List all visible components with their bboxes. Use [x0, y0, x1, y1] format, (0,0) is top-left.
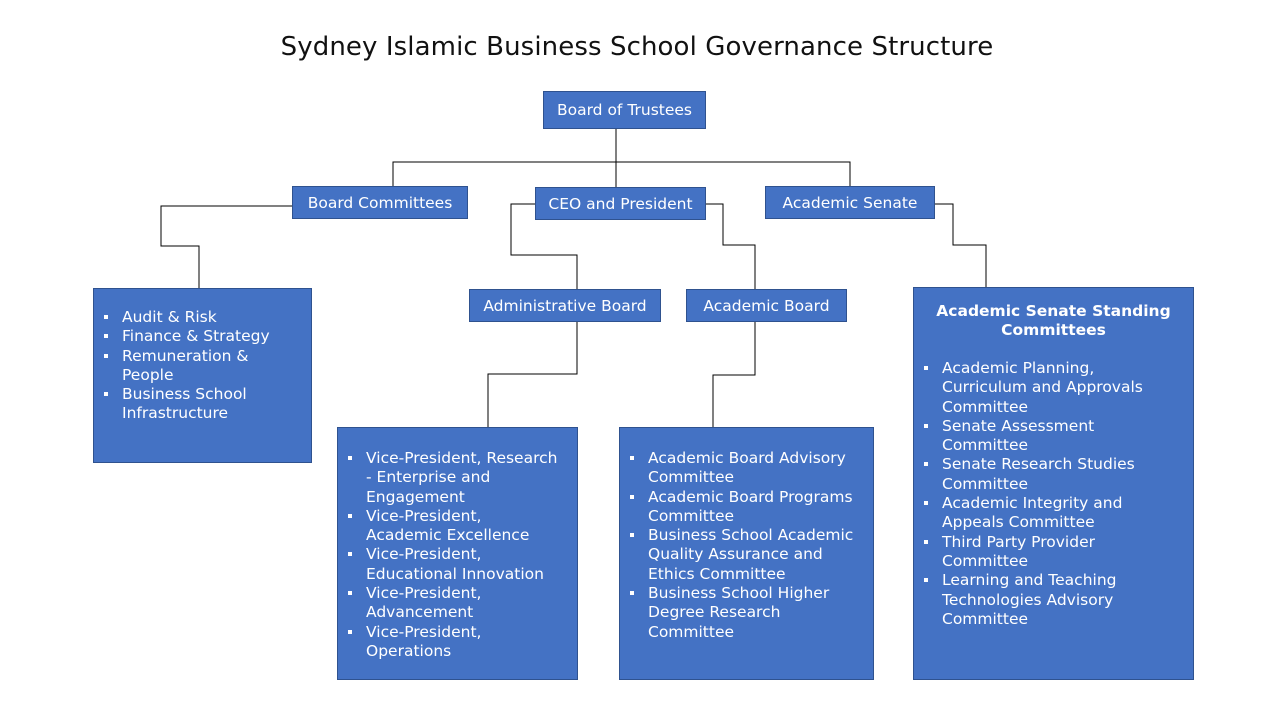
list-item: Academic Board Advisory Committee	[620, 449, 859, 488]
list-item: Business School Academic Quality Assuran…	[620, 526, 859, 584]
list-item: Vice-President, Educational Innovation	[338, 545, 561, 584]
chart-title: Sydney Islamic Business School Governanc…	[280, 32, 994, 62]
list-item: Finance & Strategy	[94, 327, 299, 346]
list-item: Senate Assessment Committee	[914, 417, 1179, 456]
ceo-president-node: CEO and President	[535, 187, 706, 220]
academic-board-list-box: Academic Board Advisory Committee Academ…	[619, 427, 874, 680]
connector-ceo-academic	[706, 203, 756, 289]
list-item: Vice-President, Operations	[338, 623, 561, 662]
connector-ceo-admin	[510, 203, 578, 289]
senate-committees-list: Academic Planning, Curriculum and Approv…	[914, 359, 1179, 629]
senate-committees-heading: Academic Senate Standing Committees	[936, 302, 1171, 339]
academic-senate-node: Academic Senate	[765, 186, 935, 219]
academic-board-list: Academic Board Advisory Committee Academ…	[620, 449, 859, 642]
connector-academic-list	[712, 322, 756, 427]
administrative-board-node: Administrative Board	[469, 289, 661, 322]
administrative-board-list: Vice-President, Research - Enterprise an…	[338, 449, 561, 661]
list-item: Business School Higher Degree Research C…	[620, 584, 859, 642]
list-item: Vice-President, Research - Enterprise an…	[338, 449, 561, 507]
board-committees-list: Audit & Risk Finance & Strategy Remunera…	[94, 308, 299, 424]
list-item: Academic Integrity and Appeals Committee	[914, 494, 1179, 533]
list-item: Remuneration & People	[94, 347, 299, 386]
list-item: Academic Planning, Curriculum and Approv…	[914, 359, 1179, 417]
connector-bus-bar	[392, 161, 851, 187]
administrative-board-list-box: Vice-President, Research - Enterprise an…	[337, 427, 578, 680]
list-item: Senate Research Studies Committee	[914, 455, 1179, 494]
connector-senate-committees	[935, 203, 987, 287]
list-item: Business School Infrastructure	[94, 385, 299, 424]
senate-standing-committees-box: Academic Senate Standing Committees Acad…	[913, 287, 1194, 680]
list-item: Vice-President, Advancement	[338, 584, 561, 623]
connector-committees-list	[160, 205, 292, 288]
list-item: Learning and Teaching Technologies Advis…	[914, 571, 1179, 629]
list-item: Vice-President, Academic Excellence	[338, 507, 561, 546]
board-committees-node: Board Committees	[292, 186, 468, 219]
list-item: Audit & Risk	[94, 308, 299, 327]
board-of-trustees-node: Board of Trustees	[543, 91, 706, 129]
board-committees-list-box: Audit & Risk Finance & Strategy Remunera…	[93, 288, 312, 463]
list-item: Third Party Provider Committee	[914, 533, 1179, 572]
connector-admin-list	[487, 322, 578, 427]
academic-board-node: Academic Board	[686, 289, 847, 322]
list-item: Academic Board Programs Committee	[620, 488, 859, 527]
